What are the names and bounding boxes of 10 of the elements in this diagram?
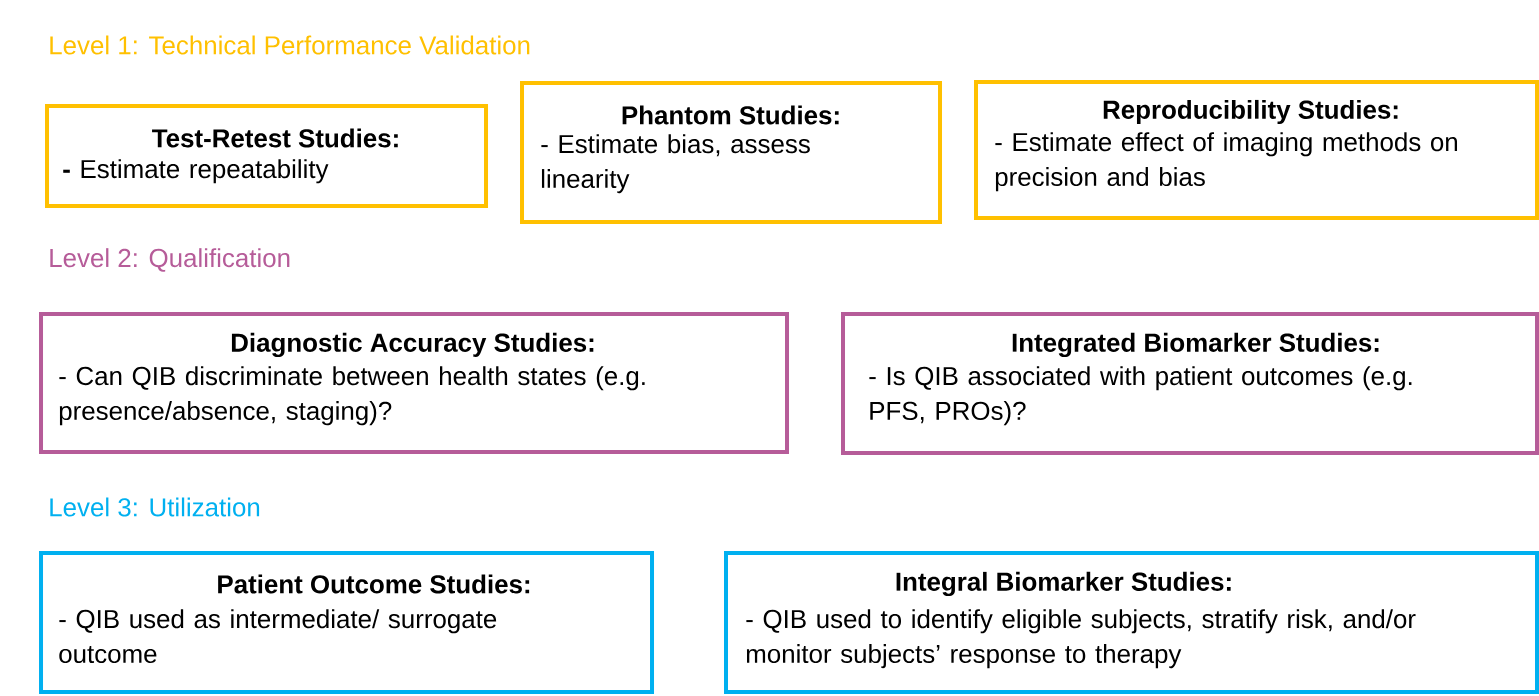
- study-box: Test-Retest Studies: - Estimate repeatability: [45, 104, 488, 208]
- study-box: Phantom Studies: - Estimate bias, assess linearity: [520, 81, 942, 224]
- level-heading: Level 3: Utilization: [50, 497, 260, 517]
- level-heading: Level 2: Qualification: [50, 248, 290, 272]
- study-box: Patient Outcome Studies: - QIB used as intermediate/ surrogate outcome: [39, 551, 654, 694]
- study-box: Integrated Biomarker Studies: - Is QIB associated with patient outcomes (e.g. PFS, PROs)?: [841, 312, 1539, 455]
- study-box: Diagnostic Accuracy Studies: - Can QIB discriminate between health states (e.g. presence/absence, staging)?: [39, 312, 789, 454]
- study-box: Reproducibility Studies: - Estimate effect of imaging methods on precision and bias: [974, 80, 1539, 220]
- study-box: Integral Biomarker Studies: - QIB used to identify eligible subjects, stratify risk, and/or monitor subjects’ response to therapy: [724, 551, 1539, 694]
- level-heading: Level 1: Technical Performance Validation: [50, 35, 530, 55]
